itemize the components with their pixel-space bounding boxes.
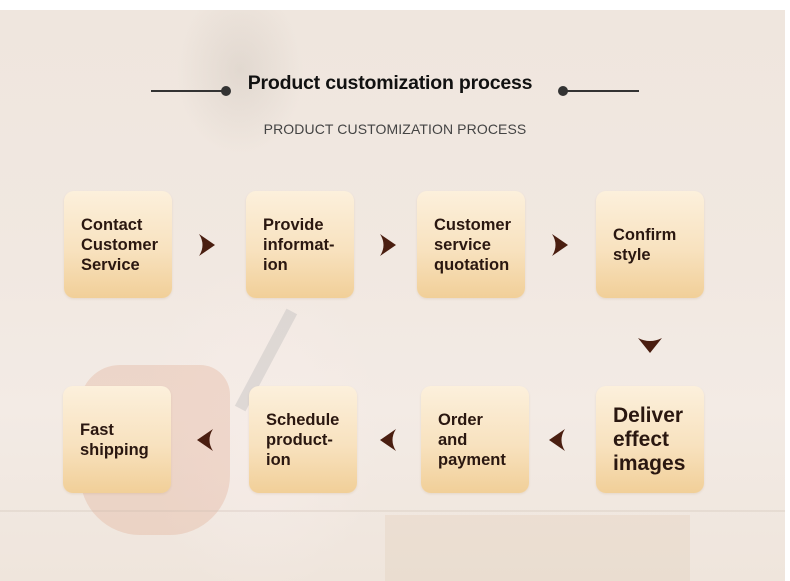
title-line-right — [563, 90, 639, 92]
arrow-right-icon — [378, 233, 398, 257]
step-label: Contact Customer Service — [81, 215, 159, 274]
step-label: Confirm style — [613, 225, 677, 264]
arrow-right-icon — [550, 233, 570, 257]
title-line-left — [151, 90, 225, 92]
step-label: Deliver effect images — [613, 403, 686, 475]
arrow-left-icon — [195, 428, 215, 452]
step-customer-service-quotation: Customer service quotation — [417, 191, 525, 298]
step-label: Fast shipping — [80, 420, 149, 459]
arrow-right-icon — [197, 233, 217, 257]
step-confirm-style: Confirm style — [596, 191, 704, 298]
page-title: Product customization process — [247, 72, 533, 94]
page-subtitle: PRODUCT CUSTOMIZATION PROCESS — [263, 121, 527, 137]
background-photo-bench-edge — [0, 510, 785, 512]
title-dot-left — [221, 86, 231, 96]
step-order-and-payment: Order and payment — [421, 386, 529, 493]
step-label: Schedule product- ion — [266, 410, 340, 469]
step-contact-customer-service: Contact Customer Service — [64, 191, 172, 298]
background-photo-bench — [385, 515, 690, 581]
step-label: Order and payment — [438, 410, 506, 469]
arrow-left-icon — [378, 428, 398, 452]
step-label: Provide informat- ion — [263, 215, 335, 274]
arrow-left-icon — [547, 428, 567, 452]
step-provide-information: Provide informat- ion — [246, 191, 354, 298]
arrow-down-icon — [637, 336, 663, 354]
step-schedule-production: Schedule product- ion — [249, 386, 357, 493]
step-fast-shipping: Fast shipping — [63, 386, 171, 493]
step-label: Customer service quotation — [434, 215, 512, 274]
step-deliver-effect-images: Deliver effect images — [596, 386, 704, 493]
